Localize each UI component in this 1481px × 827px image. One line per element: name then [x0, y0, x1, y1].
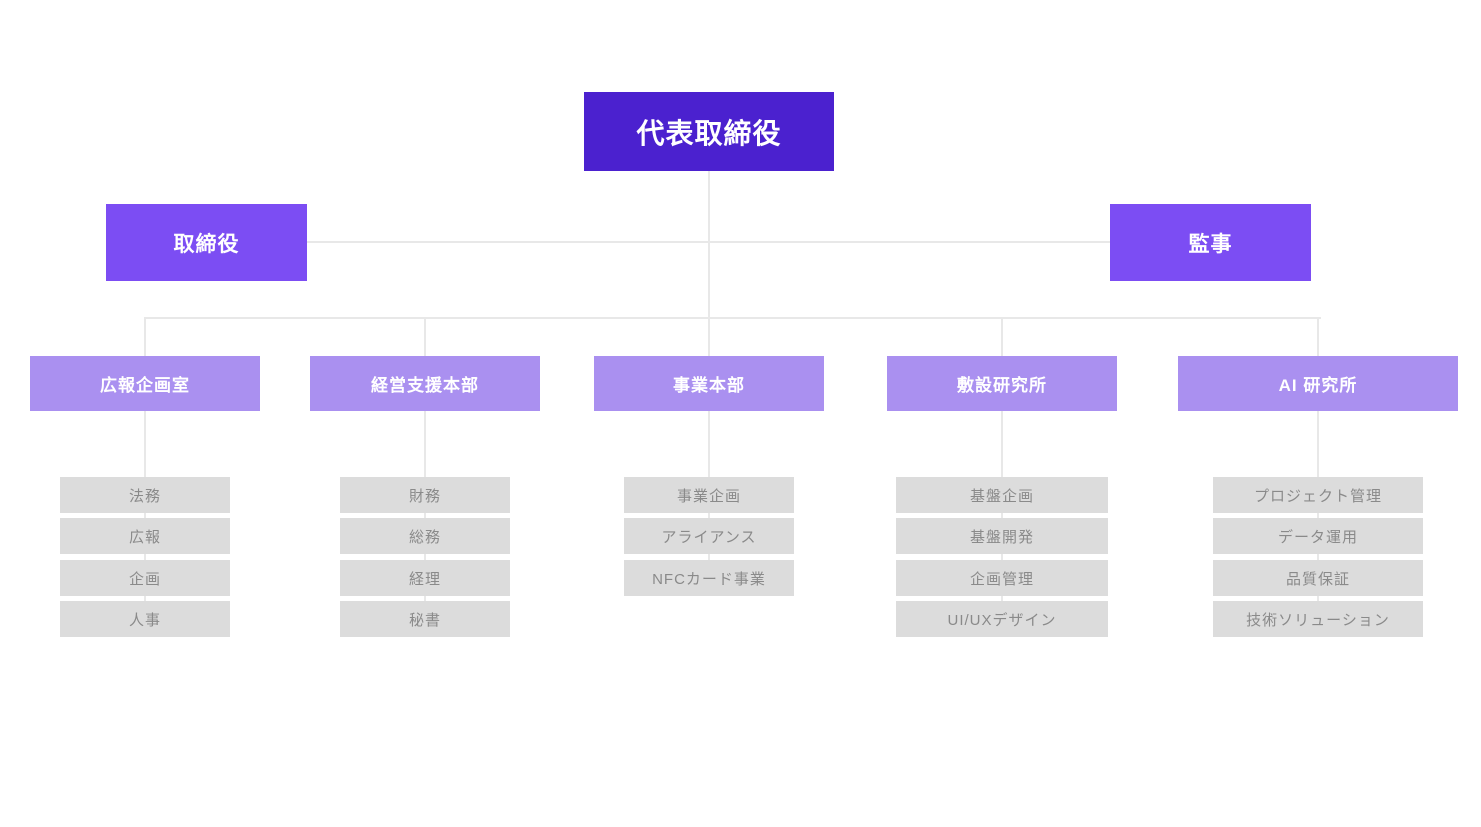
connector-column1-spine [144, 317, 146, 603]
connector-column2-spine [424, 317, 426, 603]
org-node-sub-unit: 技術ソリューション [1213, 601, 1423, 637]
org-node-sub-unit: 人事 [60, 601, 230, 637]
org-node-sub-unit: 経理 [340, 560, 510, 596]
org-node-department-business: 事業本部 [594, 356, 824, 411]
org-node-sub-unit: データ運用 [1213, 518, 1423, 554]
node-label: 取締役 [173, 232, 240, 256]
connector-column4-spine [1001, 317, 1003, 603]
org-node-auditor: 監事 [1110, 204, 1311, 281]
org-node-director: 取締役 [106, 204, 307, 281]
org-node-department-infrastructure-lab: 敷設研究所 [887, 356, 1117, 411]
node-label: AI 研究所 [1278, 376, 1358, 395]
node-label: 広報企画室 [100, 376, 190, 395]
org-node-sub-unit: 秘書 [340, 601, 510, 637]
org-node-sub-unit: 総務 [340, 518, 510, 554]
connector-root-vertical [708, 171, 710, 318]
org-node-department-ai-lab: AI 研究所 [1178, 356, 1458, 411]
org-node-sub-unit: UI/UXデザイン [896, 601, 1108, 637]
org-node-sub-unit: 法務 [60, 477, 230, 513]
org-node-sub-unit: NFCカード事業 [624, 560, 794, 596]
node-label: 代表取締役 [636, 117, 782, 149]
org-node-sub-unit: アライアンス [624, 518, 794, 554]
connector-departments-horizontal [144, 317, 1321, 319]
node-label: 経営支援本部 [371, 376, 479, 395]
node-label: 事業本部 [673, 376, 745, 395]
org-node-sub-unit: 広報 [60, 518, 230, 554]
connector-column3-spine [708, 317, 710, 562]
org-node-sub-unit: 品質保証 [1213, 560, 1423, 596]
org-node-sub-unit: 財務 [340, 477, 510, 513]
org-node-department-management-support: 経営支援本部 [310, 356, 540, 411]
org-node-sub-unit: 事業企画 [624, 477, 794, 513]
node-label: 敷設研究所 [957, 376, 1047, 395]
org-node-sub-unit: プロジェクト管理 [1213, 477, 1423, 513]
connector-level2-horizontal [307, 241, 1110, 243]
org-node-sub-unit: 企画 [60, 560, 230, 596]
org-node-sub-unit: 基盤企画 [896, 477, 1108, 513]
node-label: 監事 [1188, 232, 1233, 256]
connector-column5-spine [1317, 317, 1319, 603]
org-node-sub-unit: 基盤開発 [896, 518, 1108, 554]
org-node-sub-unit: 企画管理 [896, 560, 1108, 596]
org-node-department-pr-planning: 広報企画室 [30, 356, 260, 411]
org-node-representative-director: 代表取締役 [584, 92, 834, 171]
